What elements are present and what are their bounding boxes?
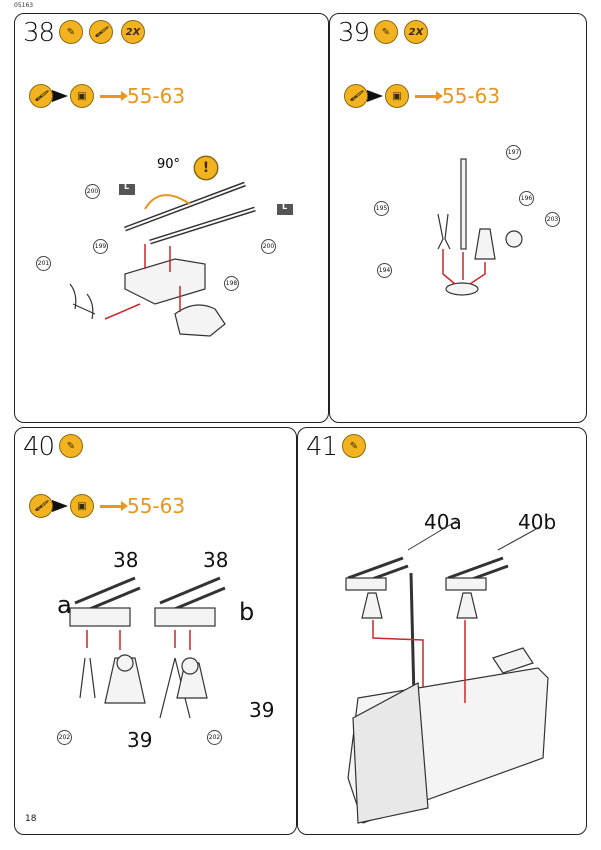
pointer-icon — [52, 500, 68, 512]
paint-brush-icon: 🖌 — [344, 84, 368, 108]
paint-pot-icon: ▣ — [70, 84, 94, 108]
step-number: 41 — [306, 432, 338, 462]
mount-gun-drawing — [69, 576, 226, 719]
part-197: 197 — [506, 145, 521, 160]
step-38-panel: 38 ✎ 🖌 2X 🖌 ▣ 55-63 ! 90° L L 200 200 19… — [14, 13, 329, 423]
glue-icon: ✎ — [59, 434, 83, 458]
label-39: 39 — [249, 698, 275, 722]
paint-brush-icon: 🖌 — [89, 20, 113, 44]
attention-icon: ! — [194, 156, 218, 180]
paint-instruction: 🖌 ▣ 55-63 — [29, 84, 185, 108]
glue-icon: ✎ — [374, 20, 398, 44]
step-39-panel: 39 ✎ 2X 🖌 ▣ 55-63 197 195 196 203 194 — [329, 13, 587, 423]
paint-pot-icon: ▣ — [385, 84, 409, 108]
paint-ref: 55-63 — [442, 84, 501, 108]
paint-instruction: 🖌 ▣ 55-63 — [344, 84, 500, 108]
part-198: 198 — [224, 276, 239, 291]
paint-brush-icon: 🖌 — [29, 494, 53, 518]
part-195: 195 — [374, 201, 389, 216]
gun-assembly-drawing — [69, 155, 293, 337]
part-196: 196 — [519, 191, 534, 206]
part-202: 202 — [57, 730, 72, 745]
glue-icon: ✎ — [342, 434, 366, 458]
arrow-icon — [415, 90, 443, 101]
part-194: 194 — [377, 263, 392, 278]
label-a: a — [57, 591, 72, 619]
paint-brush-icon: 🖌 — [29, 84, 53, 108]
part-199: 199 — [93, 239, 108, 254]
part-201: 201 — [36, 256, 51, 271]
arrow-icon — [100, 500, 128, 511]
flag-label: L — [282, 202, 288, 211]
label-40b: 40b — [518, 510, 557, 534]
step-number: 40 — [23, 432, 55, 462]
angle-label: 90° — [157, 157, 181, 172]
repeat-badge: 2X — [121, 20, 145, 44]
pointer-icon — [367, 90, 383, 102]
step-40-panel: 40 ✎ 🖌 ▣ 55-63 38 38 a b 202 202 39 39 — [14, 427, 297, 835]
step-41-panel: 41 ✎ 40a 40b — [297, 427, 587, 835]
part-202: 202 — [207, 730, 222, 745]
paint-ref: 55-63 — [127, 84, 186, 108]
step-number: 39 — [338, 18, 370, 48]
pointer-icon — [52, 90, 68, 102]
flag-label: L — [124, 182, 130, 191]
label-39: 39 — [127, 728, 153, 752]
mount-assembly-drawing — [437, 158, 523, 296]
part-200: 200 — [85, 184, 100, 199]
paint-instruction: 🖌 ▣ 55-63 — [29, 494, 185, 518]
page-number: 18 — [25, 814, 37, 824]
label-38: 38 — [113, 548, 139, 572]
glue-icon: ✎ — [59, 20, 83, 44]
arrow-icon — [100, 90, 128, 101]
paint-ref: 55-63 — [127, 494, 186, 518]
repeat-badge: 2X — [404, 20, 428, 44]
paint-pot-icon: ▣ — [70, 494, 94, 518]
part-200: 200 — [261, 239, 276, 254]
kit-code: 05163 — [14, 2, 34, 9]
label-38: 38 — [203, 548, 229, 572]
submarine-tower-drawing — [345, 519, 549, 824]
step-number: 38 — [23, 18, 55, 48]
part-203: 203 — [545, 212, 560, 227]
label-b: b — [239, 598, 255, 626]
